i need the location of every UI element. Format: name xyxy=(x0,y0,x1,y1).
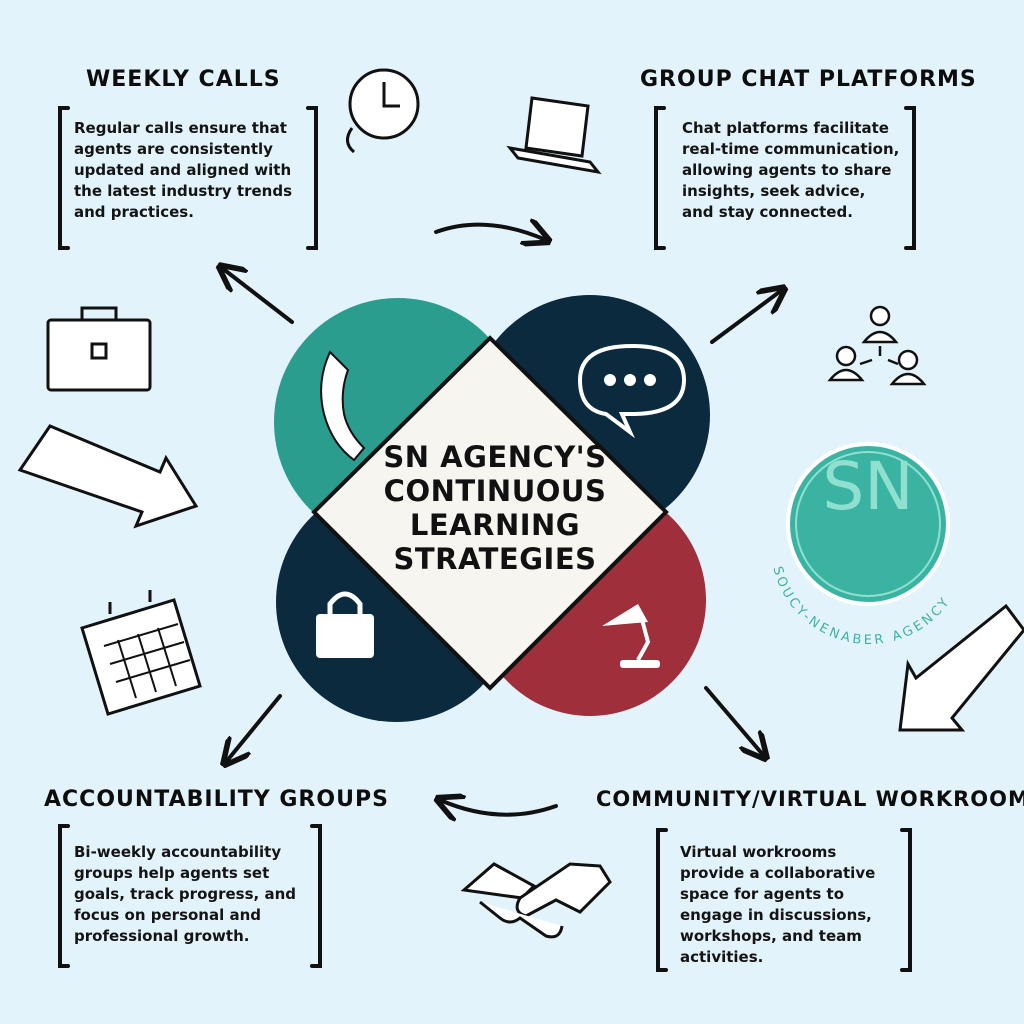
desk-lamp-icon xyxy=(602,604,660,668)
weekly-calls-description: Regular calls ensure that agents are con… xyxy=(74,119,292,221)
weekly-calls-title: WEEKLY CALLS xyxy=(86,67,281,92)
bracket-left-chat xyxy=(654,106,666,250)
bracket-left-accountability xyxy=(58,824,70,968)
center-title-line-2: CONTINUOUS xyxy=(383,474,607,508)
community-title: COMMUNITY/VIRTUAL WORKROOM xyxy=(596,787,1024,811)
briefcase-icon xyxy=(46,306,152,392)
accountability-description: Bi-weekly accountability groups help age… xyxy=(74,843,296,945)
center-title-line-4: STRATEGIES xyxy=(393,542,597,576)
center-diamond xyxy=(311,335,669,691)
shopping-bag-icon xyxy=(316,591,374,658)
arrow-to-weekly-calls xyxy=(222,268,294,324)
center-title-line-3: LEARNING xyxy=(409,508,581,542)
center-title-line-1: SN AGENCY'S xyxy=(383,440,607,474)
center-title: SN AGENCY'S CONTINUOUS LEARNING STRATEGI… xyxy=(340,440,650,576)
arrow-to-community xyxy=(704,686,764,756)
phone-icon xyxy=(320,350,366,462)
community-description: Virtual workrooms provide a collaborativ… xyxy=(680,843,876,966)
bracket-right-community xyxy=(900,828,912,972)
bracket-right-weekly xyxy=(306,106,318,250)
accountability-title: ACCOUNTABILITY GROUPS xyxy=(44,787,389,812)
arrow-to-group-chat xyxy=(710,290,782,344)
arrow-to-accountability xyxy=(226,694,282,762)
group-chat-title: GROUP CHAT PLATFORMS xyxy=(640,67,977,92)
chat-bubble-icon xyxy=(577,343,687,439)
stair-arrow-left-icon xyxy=(17,424,199,529)
bracket-right-chat xyxy=(904,106,916,250)
logo-letters: SN xyxy=(822,448,914,525)
stair-arrow-right-icon xyxy=(898,603,1024,732)
bracket-left-weekly xyxy=(58,106,70,250)
curved-arrow-top xyxy=(434,225,546,240)
calendar-icon xyxy=(80,590,202,716)
people-network-icon xyxy=(827,305,927,386)
logo-circle xyxy=(786,442,950,606)
curved-arrow-bottom xyxy=(440,800,558,815)
handshake-icon xyxy=(460,862,612,939)
bracket-left-community xyxy=(656,828,668,972)
group-chat-description: Chat platforms facilitate real-time comm… xyxy=(682,119,900,221)
laptop-icon xyxy=(506,96,602,175)
clock-icon xyxy=(346,68,420,154)
bracket-right-accountability xyxy=(310,824,322,968)
